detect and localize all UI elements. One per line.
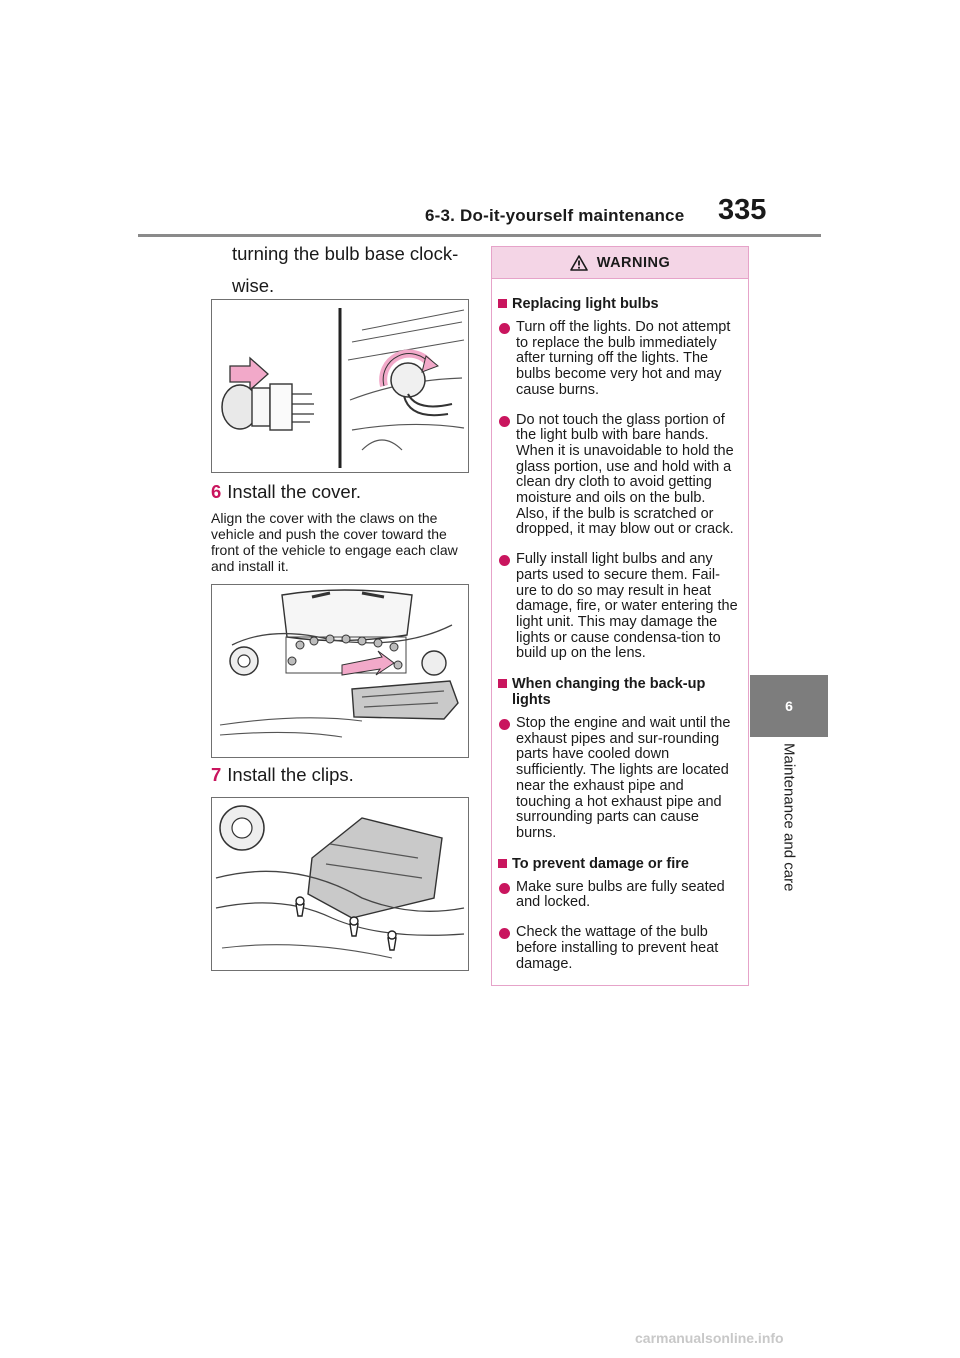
header-divider bbox=[138, 234, 821, 237]
step-6-note: Align the cover with the claws on the ve… bbox=[211, 510, 458, 574]
watermark: carmanualsonline.info bbox=[635, 1330, 784, 1346]
step-7-number: 7 bbox=[211, 764, 222, 785]
warning-item: Check the wattage of the bulb before ins… bbox=[498, 924, 740, 972]
chapter-tab[interactable]: 6 bbox=[750, 675, 828, 737]
clips-illustration bbox=[215, 805, 465, 959]
step-6-text: Install the cover. bbox=[227, 481, 361, 502]
step-6-number: 6 bbox=[211, 481, 222, 502]
chapter-label-text: Maintenance and care bbox=[780, 743, 798, 892]
continued-step-text: turning the bulb base clock-wise. bbox=[232, 243, 459, 296]
warning-item: Turn off the lights. Do not attempt to r… bbox=[498, 319, 740, 399]
step-7-text: Install the clips. bbox=[227, 764, 354, 785]
warning-item: Stop the engine and wait until the exhau… bbox=[498, 715, 740, 842]
page-number: 335 bbox=[718, 194, 767, 226]
warning-item: Make sure bulbs are fully seated and loc… bbox=[498, 879, 740, 911]
cover-install-figure bbox=[211, 584, 469, 758]
clips-figure bbox=[211, 797, 469, 971]
chapter-number: 6 bbox=[785, 698, 793, 714]
chapter-label: Maintenance and care bbox=[750, 737, 828, 937]
warning-heading-fire: To prevent damage or fire bbox=[498, 856, 740, 872]
cover-install-illustration bbox=[219, 589, 459, 738]
bulb-illustration bbox=[221, 308, 465, 468]
bulb-figure bbox=[211, 299, 469, 473]
warning-title: WARNING bbox=[596, 254, 671, 271]
warning-heading-replacing: Replacing light bulbs bbox=[498, 296, 740, 312]
warning-item: Fully install light bulbs and any parts … bbox=[498, 551, 740, 662]
warning-heading-backup: When changing the back-up lights bbox=[498, 676, 740, 708]
warning-item: Do not touch the glass portion of the li… bbox=[498, 412, 740, 539]
warning-body: Replacing light bulbs Turn off the light… bbox=[492, 279, 748, 972]
warning-box: WARNING Replacing light bulbs Turn off t… bbox=[491, 246, 749, 986]
warning-header: WARNING bbox=[492, 247, 748, 279]
section-title: 6-3. Do-it-yourself maintenance bbox=[425, 206, 685, 225]
warning-triangle-icon bbox=[569, 254, 588, 271]
